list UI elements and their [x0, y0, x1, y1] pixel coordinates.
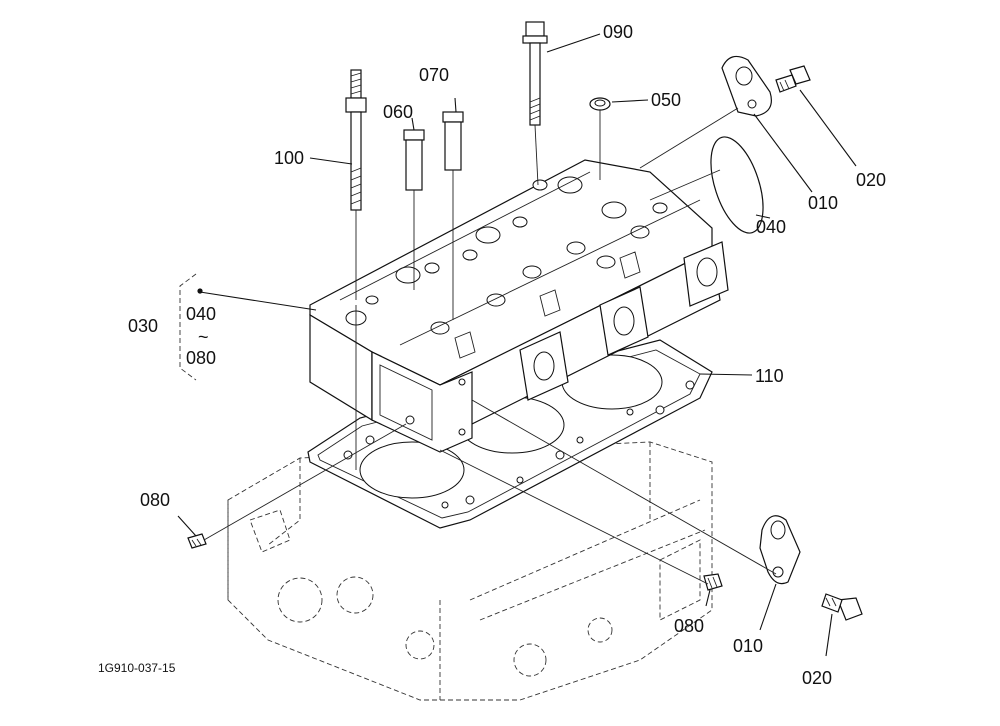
callout-110: 110 [755, 366, 784, 386]
plug-cap [710, 136, 764, 234]
plug-080-left [187, 533, 207, 549]
callout-070: 070 [419, 65, 449, 85]
callout-020-bottom: 020 [802, 668, 832, 688]
callout-060: 060 [383, 102, 413, 122]
assembly-bracket [179, 273, 203, 381]
callout-010-bottom: 010 [733, 636, 763, 656]
callout-040-plug: 040 [756, 217, 786, 237]
hanger-bolt-top [775, 65, 811, 93]
callout-080-left: 080 [140, 490, 170, 510]
callout-080-bottom: 080 [674, 616, 704, 636]
callout-020-top: 020 [856, 170, 886, 190]
callout-040-group: 040 [186, 304, 216, 324]
drawing-code: 1G910-037-15 [98, 661, 176, 675]
engine-hanger-bottom [759, 515, 801, 585]
callout-080-group: 080 [186, 348, 216, 368]
sleeve-070 [442, 111, 464, 171]
seal-cap [589, 97, 611, 111]
cylinder-head [309, 159, 729, 453]
callout-100: 100 [274, 148, 304, 168]
callout-030: 030 [128, 316, 158, 336]
callout-050: 050 [651, 90, 681, 110]
sleeve-060 [403, 129, 425, 191]
callout-tilde: ~ [198, 327, 209, 347]
head-bolt [522, 21, 548, 126]
leader-lines [177, 33, 857, 657]
stud-bolt [345, 69, 367, 211]
callout-090: 090 [603, 22, 633, 42]
callout-010-top: 010 [808, 193, 838, 213]
engine-hanger-top [721, 55, 772, 117]
hanger-bolt-bottom [821, 593, 863, 621]
plug-080-bottom [703, 573, 723, 591]
